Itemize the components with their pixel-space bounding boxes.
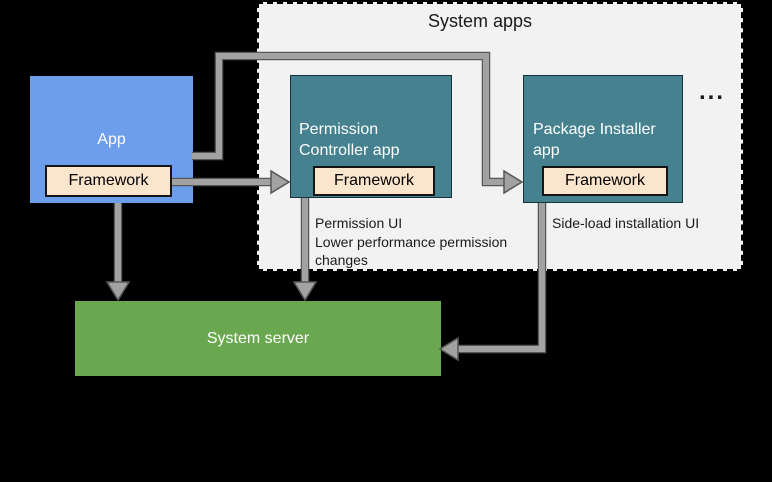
system-server-label: System server <box>206 329 310 347</box>
package-installer-label: Package Installer app <box>533 121 656 159</box>
arrowhead-into-server-from-app <box>105 281 131 302</box>
permission-controller-label: Permission Controller app <box>299 121 400 159</box>
note-line: Lower performance permission changes <box>315 233 508 269</box>
package-installer-note: Side-load installation UI <box>552 215 700 231</box>
package-installer-framework-box: Framework <box>542 166 668 196</box>
app-framework-box: Framework <box>45 165 172 197</box>
system-apps-title: System apps <box>428 11 533 31</box>
arrowhead-into-server-from-permission-controller <box>292 281 318 302</box>
more-apps-ellipsis: ... <box>699 78 726 105</box>
app-label: App <box>97 131 126 148</box>
system-server-box: System server <box>75 301 441 376</box>
note-line: Permission UI <box>315 215 403 231</box>
permission-controller-note: Permission UI Lower performance permissi… <box>315 214 523 270</box>
arrowhead-into-server-from-package-installer <box>438 336 459 362</box>
permission-controller-framework-box: Framework <box>313 166 435 196</box>
